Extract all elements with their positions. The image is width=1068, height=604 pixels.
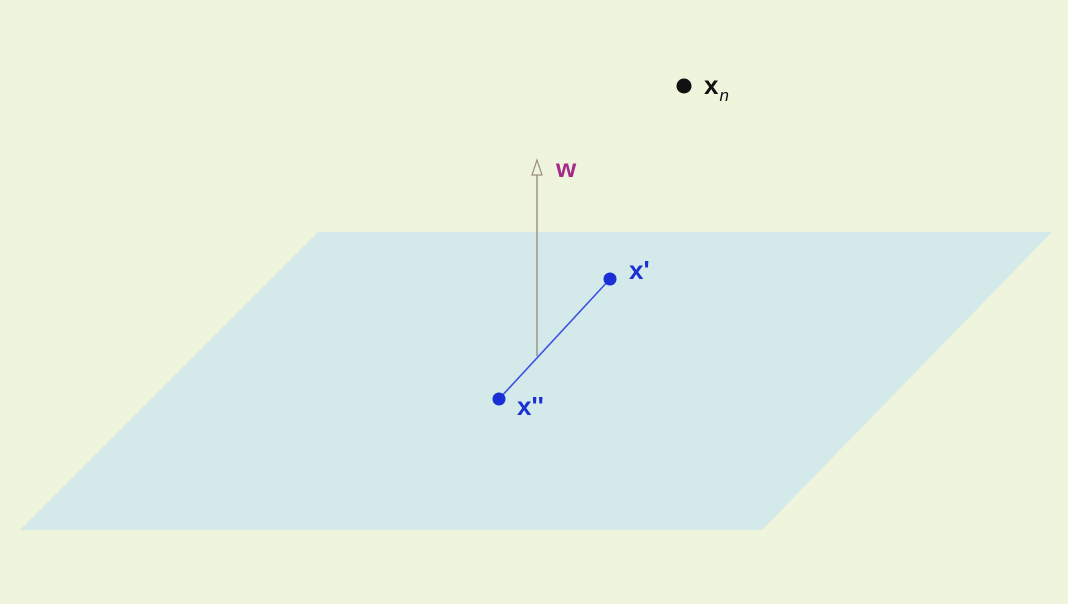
label-x-n-subscript: n xyxy=(719,86,729,105)
in-plane-vector-line xyxy=(498,278,611,400)
point-x-n xyxy=(676,78,692,94)
label-w: w xyxy=(556,153,577,183)
label-x-n-base: x xyxy=(704,70,719,100)
label-x-double-prime: x'' xyxy=(517,391,544,421)
point-x-double-prime xyxy=(492,392,506,406)
label-x-n: xn xyxy=(704,70,729,104)
label-x-prime: x' xyxy=(629,255,650,285)
hyperplane xyxy=(20,232,1052,530)
point-x-prime xyxy=(603,272,617,286)
normal-vector-arrowhead xyxy=(531,158,543,176)
